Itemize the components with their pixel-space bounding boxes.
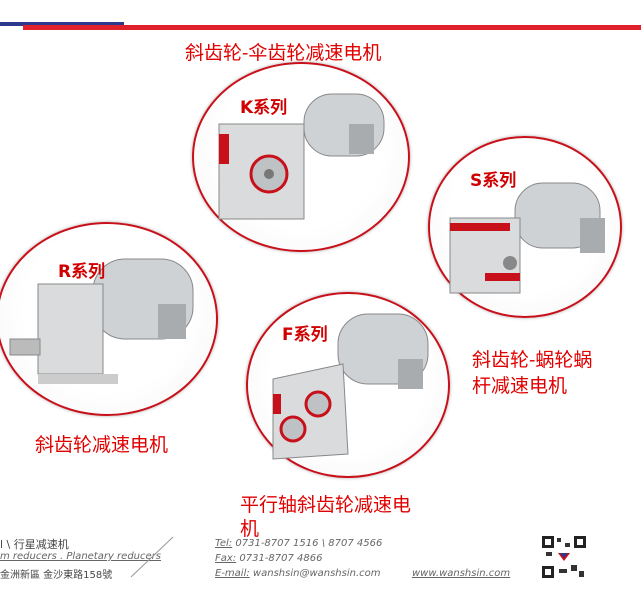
k-series-label: K系列	[240, 98, 288, 118]
fax-value: 0731-8707 4866	[239, 553, 323, 564]
r-gearmotor-illustration	[9, 258, 194, 384]
footer-address: 金洲新區 金沙東路158號	[0, 570, 113, 581]
f-series-label: F系列	[282, 325, 328, 345]
f-series-title-line2: 机	[240, 518, 260, 540]
header-red-stripe	[23, 25, 641, 30]
r-series-title: 斜齿轮减速电机	[35, 434, 169, 456]
k-series-image	[192, 62, 410, 252]
footer-website-link[interactable]: www.wanshsin.com	[412, 568, 511, 579]
f-series-image	[246, 292, 450, 478]
r-series-label: R系列	[58, 262, 106, 282]
s-gearmotor-illustration	[449, 182, 605, 294]
k-series-title: 斜齿轮-伞齿轮减速电机	[185, 42, 382, 64]
s-series-label: S系列	[470, 171, 517, 191]
r-series-image	[0, 222, 218, 416]
footer-divider	[130, 536, 174, 578]
tel-label: Tel:	[215, 538, 233, 549]
k-gearmotor-illustration	[218, 93, 385, 220]
s-series-title-line2: 杆减速电机	[472, 375, 568, 397]
s-series-title-line1: 斜齿轮-蜗轮蜗	[472, 349, 593, 371]
fax-label: Fax:	[215, 553, 237, 564]
email-label: E-mail:	[215, 568, 250, 579]
footer-products-en: m reducers . Planetary reducers	[0, 551, 161, 562]
f-gearmotor-illustration	[272, 313, 429, 460]
footer-fax: Fax: 0731-8707 4866	[215, 553, 323, 564]
footer-tel: Tel: 0731-8707 1516 \ 8707 4566	[215, 538, 382, 549]
header-blue-stripe	[0, 22, 124, 26]
email-value[interactable]: wanshsin@wanshsin.com	[252, 568, 381, 579]
s-series-image	[428, 136, 622, 318]
footer-email: E-mail: wanshsin@wanshsin.com	[215, 568, 381, 579]
footer-products-cn: l \ 行星减速机	[0, 538, 69, 551]
f-series-title-line1: 平行轴斜齿轮减速电	[240, 494, 412, 516]
tel-value: 0731-8707 1516 \ 8707 4566	[235, 538, 383, 549]
qr-code-icon	[541, 535, 587, 579]
